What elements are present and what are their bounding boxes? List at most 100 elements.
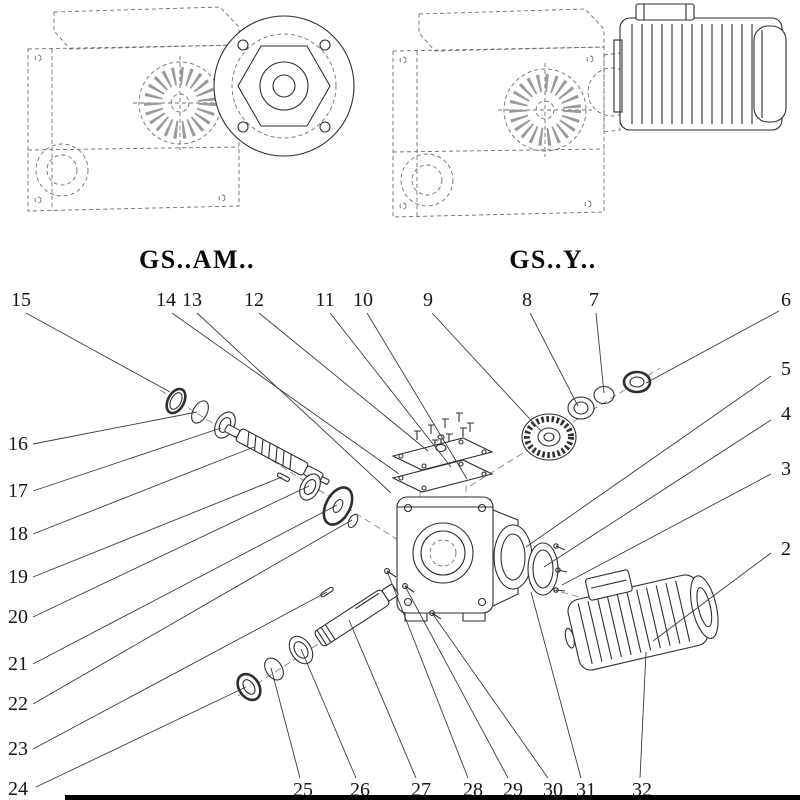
callout-number-20: 20 [8,606,28,628]
leader-line-10 [366,312,468,480]
leader-line-25 [270,667,301,779]
input-bearing-2 [299,473,321,501]
callout-number-23: 23 [8,738,28,760]
leader-line-4 [543,419,772,568]
callout-number-9: 9 [423,289,433,311]
leader-line-11 [329,312,452,468]
callout-number-30: 30 [543,779,563,800]
callout-number-27: 27 [411,779,431,800]
leader-line-23 [32,591,328,750]
leader-line-28 [386,570,469,779]
callout-number-32: 32 [632,779,652,800]
flange-gasket [527,542,559,596]
spacer-ring [347,513,359,529]
leader-line-7 [595,312,605,394]
leader-line-26 [300,648,357,779]
gear-assembly [521,370,652,461]
output-circlip [264,657,284,681]
callout-number-4: 4 [781,403,791,425]
motor-exploded [564,569,719,671]
leader-line-9 [431,312,542,432]
leader-line-14 [171,312,400,475]
leader-line-18 [32,446,255,535]
callout-number-31: 31 [576,779,596,800]
callout-number-13: 13 [182,289,202,311]
gear-bearing [567,396,595,420]
helical-gear [521,413,577,461]
leader-line-22 [32,519,353,705]
leader-line-15 [25,312,171,393]
leader-line-2 [652,552,772,642]
callout-number-15: 15 [11,289,31,311]
callout-number-28: 28 [463,779,483,800]
leader-line-29 [404,585,509,779]
electric-motor [613,3,787,131]
flange-bolts [553,543,568,593]
leader-line-24 [35,686,247,788]
input-seal-ring [165,387,187,415]
input-circlip [191,400,209,424]
callout-number-7: 7 [589,289,599,311]
leader-line-8 [529,312,579,407]
gearbox-gs-y [392,3,787,218]
mounting-flange [213,15,355,157]
set-screws [384,568,442,620]
callout-number-24: 24 [8,778,28,800]
callout-number-22: 22 [8,693,28,715]
leader-line-16 [32,411,198,445]
callout-number-12: 12 [244,289,264,311]
leader-line-27 [348,619,417,779]
callout-number-2: 2 [781,538,791,560]
leader-line-13 [196,312,392,494]
worm-wheel-hatch-2 [509,74,581,146]
leader-line-31 [530,591,582,779]
leader-line-21 [32,504,338,665]
bottom-edge-bar [65,795,800,800]
key-pin [276,472,290,482]
callout-number-5: 5 [781,358,791,380]
leader-line-17 [32,427,222,492]
variant-label-gs-am: GS..AM.. [139,245,255,274]
cover-bolts [414,412,474,449]
callout-number-21: 21 [8,653,28,675]
callout-number-8: 8 [522,289,532,311]
leader-line-12 [258,312,429,452]
callout-number-19: 19 [8,566,28,588]
callout-number-14: 14 [156,289,176,311]
cover-assembly [391,412,494,493]
callout-number-17: 17 [8,480,28,502]
cover-plate [391,434,494,471]
worm-wheel-hatch [144,67,216,139]
leader-line-6 [645,310,780,384]
leader-line-19 [32,476,283,578]
leader-line-3 [561,473,772,586]
callout-number-16: 16 [8,433,28,455]
callout-number-25: 25 [293,779,313,800]
motor-terminal-box [635,3,695,21]
gear-housing [396,496,519,622]
leader-line-30 [431,612,549,779]
cover-gasket [391,459,494,493]
callout-number-29: 29 [503,779,523,800]
callout-number-6: 6 [781,289,791,311]
variant-label-gs-y: GS..Y.. [509,245,597,274]
leader-line-5 [525,375,772,548]
leader-line-32 [639,651,647,779]
callout-number-11: 11 [315,289,334,311]
callout-number-3: 3 [781,458,791,480]
motor-terminal-box-exploded [585,569,633,601]
callout-number-10: 10 [353,289,373,311]
leader-line-20 [32,485,310,618]
gear-circlip [593,385,615,405]
shaft-seal [622,370,652,394]
output-flange-ring [493,524,533,590]
callout-number-18: 18 [8,523,28,545]
flat-gear-disc [322,486,354,526]
input-shaft-assembly [165,387,359,529]
output-washer [236,672,262,702]
flange-parts [493,524,568,596]
callout-number-26: 26 [350,779,370,800]
